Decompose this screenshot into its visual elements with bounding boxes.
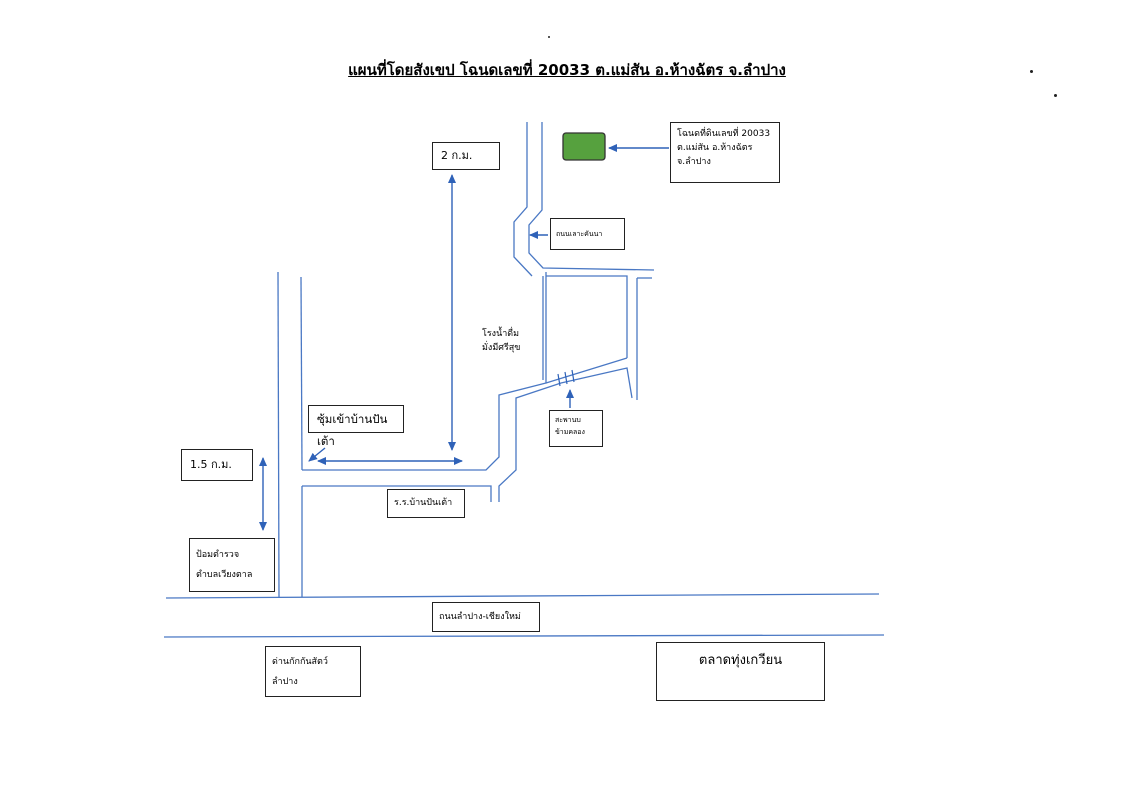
water-plant-label: โรงน้ำดื่ม มั่งมีศรีสุข [475,322,533,366]
police-post-label: ป้อมตำรวจ ตำบลเวียงตาล [189,538,275,592]
highway-road [163,593,885,638]
quarantine-station-label: ด่านกักกันสัตว์ ลำปาง [265,646,361,697]
bridge-label: สะพานบ ข้ามคลอง [549,410,603,447]
quarantine-line-2: ลำปาง [272,677,298,687]
left-vertical-road [277,271,303,598]
bridge-line-1: สะพานบ [555,416,581,424]
police-post-line-1: ป้อมตำรวจ [196,550,240,560]
highway-label: ถนนลำปาง-เชียงใหม่ [432,602,540,632]
scan-speck [548,36,550,38]
water-plant-line-2: มั่งมีศรีสุข [482,343,521,353]
parcel-info-line-3: จ.ลำปาง [677,157,711,167]
school-label: ร.ร.บ้านปันเต้า [387,489,465,518]
land-parcel [562,132,606,161]
scan-speck [1030,70,1033,73]
soi-label-arrow [308,447,326,462]
road-lao-khanna-label: ถนนเลาะคันนา [550,218,625,250]
soi-ban-pantao-label: ซุ้มเข้าบ้านปันเต้า [308,405,404,448]
map-title: แผนที่โดยสังเขป โฉนดเลขที่ 20033 ต.แม่สั… [348,61,786,79]
quarantine-line-1: ด่านกักกันสัตว์ [272,657,328,667]
water-plant-line-1: โรงน้ำดื่ม [482,329,520,339]
bridge-line-2: ข้ามคลอง [555,428,585,436]
parcel-info-line-1: โฉนดที่ดินเลขที่ 20033 [677,129,771,139]
market-label: ตลาดทุ่งเกวียน [656,642,825,701]
soi-road [302,272,633,502]
bridge-marks [557,369,575,387]
scan-speck [1054,94,1057,97]
right-block-roads [513,122,655,400]
distance-2km-label: 2 ก.ม. [432,142,500,170]
police-post-line-2: ตำบลเวียงตาล [196,570,253,580]
parcel-info-box: โฉนดที่ดินเลขที่ 20033 ต.แม่สัน อ.ห้างฉั… [670,122,780,183]
parcel-info-line-2: ต.แม่สัน อ.ห้างฉัตร [677,143,753,153]
distance-1-5km-label: 1.5 ก.ม. [181,449,253,481]
